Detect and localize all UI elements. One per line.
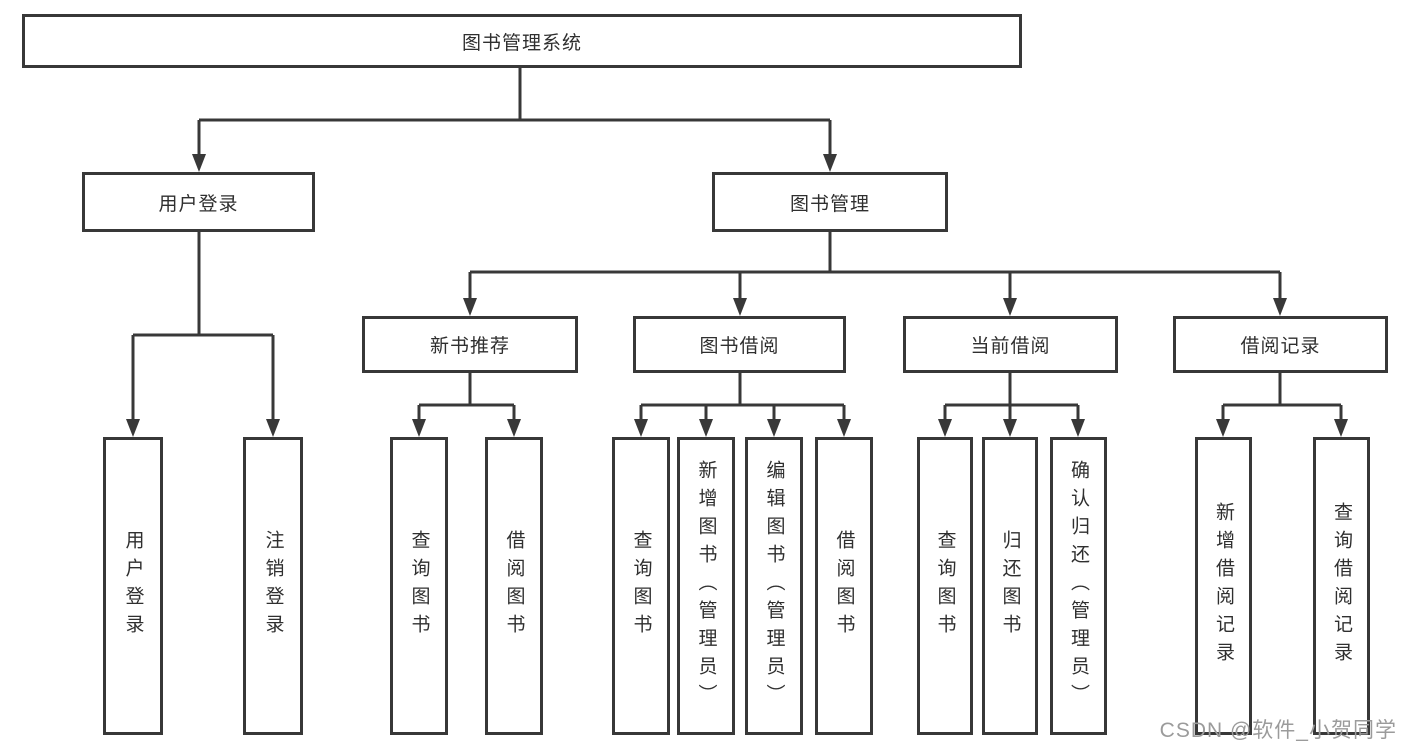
node-label: 借阅图书 — [503, 530, 525, 642]
node-label: 图书管理系统 — [461, 32, 582, 54]
arrowheads — [126, 154, 1348, 437]
leaf-edit-book-admin: 编辑图书（管理员） — [745, 437, 803, 735]
node-new-book-recommendation: 新书推荐 — [362, 316, 578, 373]
leaf-borrow-books-newbook: 借阅图书 — [485, 437, 543, 735]
node-label: 新增借阅记录 — [1213, 502, 1234, 670]
leaf-user-login: 用户登录 — [103, 437, 163, 735]
node-label: 查询图书 — [630, 530, 652, 642]
node-label: 用户登录 — [122, 530, 144, 642]
node-borrowing-records: 借阅记录 — [1173, 316, 1388, 373]
node-label: 新书推荐 — [429, 336, 510, 357]
node-label: 确认归还（管理员） — [1068, 460, 1089, 712]
node-library-management-system: 图书管理系统 — [22, 14, 1022, 68]
node-label: 查询借阅记录 — [1331, 502, 1352, 670]
node-label: 归还图书 — [999, 530, 1021, 642]
node-label: 当前借阅 — [970, 336, 1051, 357]
node-label: 图书借阅 — [699, 336, 780, 357]
node-label: 查询图书 — [408, 530, 430, 642]
leaf-logout: 注销登录 — [243, 437, 303, 735]
leaf-add-borrow-record: 新增借阅记录 — [1195, 437, 1252, 735]
node-label: 编辑图书（管理员） — [763, 460, 785, 712]
leaf-borrow-books-borrowing: 借阅图书 — [815, 437, 873, 735]
node-book-borrowing: 图书借阅 — [633, 316, 846, 373]
node-label: 借阅图书 — [833, 530, 855, 642]
leaf-return-books: 归还图书 — [982, 437, 1038, 735]
node-label: 图书管理 — [789, 193, 870, 215]
leaf-add-book-admin: 新增图书（管理员） — [677, 437, 735, 735]
leaf-query-borrow-record: 查询借阅记录 — [1313, 437, 1370, 735]
node-label: 用户登录 — [158, 193, 239, 215]
leaf-query-books-current: 查询图书 — [917, 437, 973, 735]
node-current-borrowing: 当前借阅 — [903, 316, 1118, 373]
node-book-management: 图书管理 — [712, 172, 948, 232]
leaf-query-books-borrowing: 查询图书 — [612, 437, 670, 735]
csdn-watermark: CSDN @软件_小贺同学 — [1159, 719, 1397, 742]
node-label: 查询图书 — [934, 530, 956, 642]
node-user-login: 用户登录 — [82, 172, 315, 232]
leaf-confirm-return-admin: 确认归还（管理员） — [1050, 437, 1107, 735]
leaf-query-books-newbook: 查询图书 — [390, 437, 448, 735]
node-label: 新增图书（管理员） — [695, 460, 717, 712]
node-label: 注销登录 — [262, 530, 284, 642]
node-label: 借阅记录 — [1240, 336, 1321, 357]
